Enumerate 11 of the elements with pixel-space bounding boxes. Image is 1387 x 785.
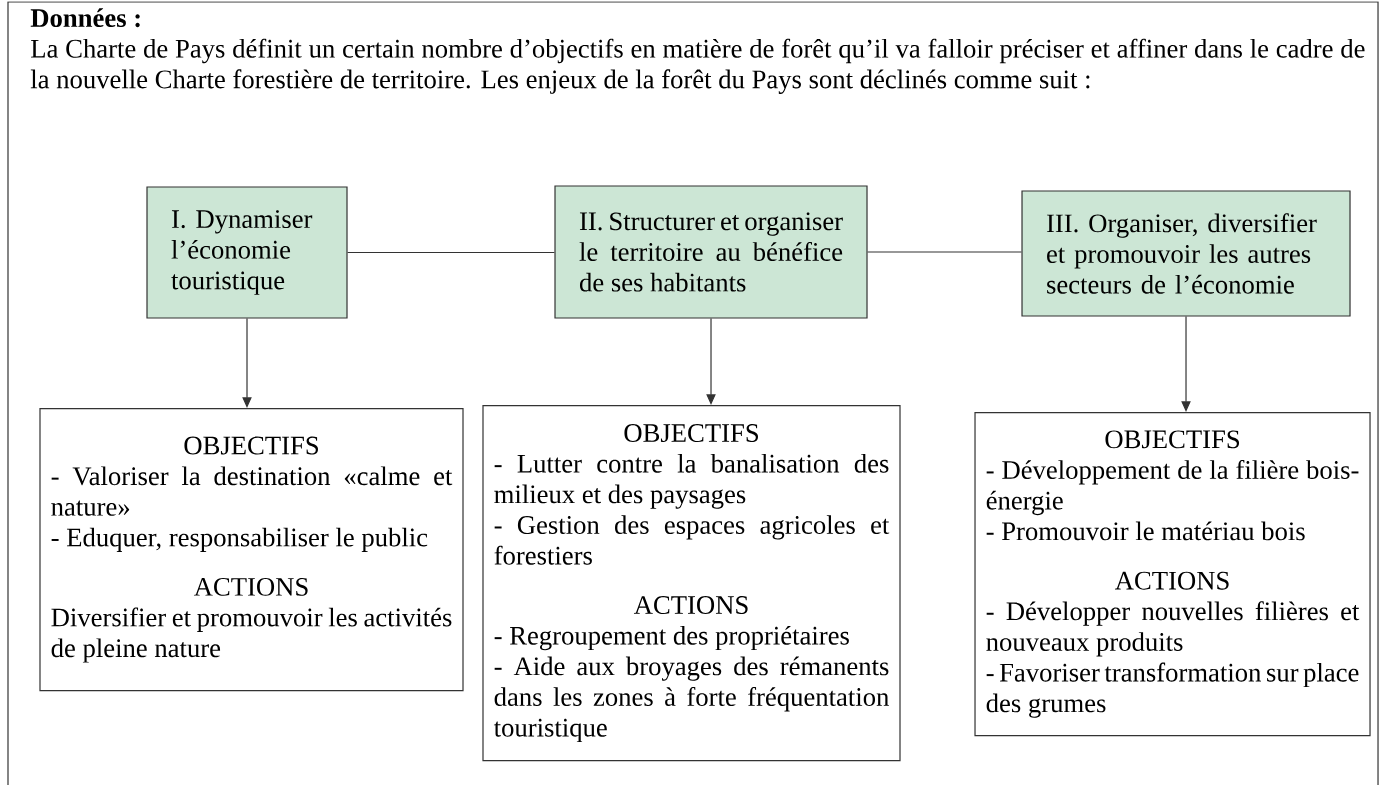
objectives-box: OBJECTIFS - Lutter contre la banalisation des milieux et des paysages - Gestion des espaces agricoles et forestiers ACTIONS - Regroupement des propriétaires - Aide aux broyages des rémanents dans les zones à forte fréquentation touristique bbox=[482, 405, 901, 762]
arrow bbox=[706, 318, 716, 405]
goal-box: I. Dynamiser l’économie touristique bbox=[146, 186, 348, 319]
arrow bbox=[242, 318, 252, 408]
connector-line bbox=[867, 251, 1022, 253]
objectives-box: OBJECTIFS - Développement de la filière bois-énergie - Promouvoir le matériau bois ACTIONS - Développer nouvelles filières et nouveaux produits - Favoriser transformation sur place des grumes bbox=[974, 412, 1371, 737]
arrow bbox=[1181, 316, 1191, 412]
objectives-box: OBJECTIFS - Valoriser la destination «calme et nature» - Eduquer, responsabiliser le public ACTIONS Diversifier et promouvoir les activités de pleine nature bbox=[39, 408, 464, 692]
connector-line bbox=[347, 251, 555, 254]
goal-box: III. Organiser, diversifier et promouvoir les autres secteurs de l’économie bbox=[1021, 190, 1351, 317]
goal-box: II. Structurer et organiser le territoire au bénéfice de ses habitants bbox=[554, 185, 868, 319]
